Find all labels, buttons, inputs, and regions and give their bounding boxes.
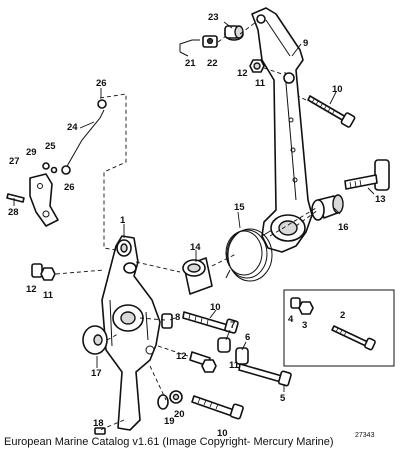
callout-12-mid: 12 [176,351,187,362]
part-12-nut-left [31,263,43,278]
callout-labels: 1 2 3 4 5 6 7 8 9 10 10 10 11 11 11 12 1… [8,12,386,439]
callout-12-top: 12 [237,68,248,79]
leader-lines [13,21,375,392]
part-1-main-bracket [101,235,161,431]
inset-box [283,289,395,367]
part-14-bushing [182,257,213,295]
callout-11-mid: 11 [229,360,240,371]
part-13-bolt [344,159,390,191]
callout-18: 18 [93,418,104,429]
callout-10-mid: 10 [210,302,221,313]
callout-2: 2 [340,310,345,321]
part-19-washer [157,394,169,410]
drawing-number: 27343 [355,432,375,439]
part-2-bolt [331,325,376,351]
callout-29: 29 [26,147,37,158]
part-11-washer-mid [201,359,217,373]
part-10-bolt-top [307,95,356,128]
callout-8: 8 [175,312,180,323]
callout-24: 24 [67,122,78,133]
callout-6: 6 [245,332,250,343]
callout-27: 27 [9,156,20,167]
callout-10-top: 10 [332,84,343,95]
part-7-spacer [217,337,231,353]
part-22-swivel [202,35,218,48]
callout-3: 3 [302,320,307,331]
callout-1: 1 [120,215,126,226]
part-21-clip [179,39,200,57]
callout-23: 23 [208,12,219,23]
callout-16: 16 [338,222,349,233]
part-27-bracket [29,173,59,227]
callout-10-bottom: 10 [217,428,228,439]
callout-22: 22 [207,58,218,69]
part-24-rod [65,109,105,169]
callout-25: 25 [45,141,56,152]
callout-7: 7 [230,320,235,331]
part-26-ball-joint [61,99,107,175]
part-12-nut-top [249,59,265,73]
callout-20: 20 [174,409,185,420]
part-8-screw [161,313,173,329]
callout-26-top: 26 [96,78,107,89]
callout-12-left: 12 [26,284,37,295]
part-4-nut [290,297,301,309]
callout-9: 9 [303,38,308,49]
callout-21: 21 [185,58,196,69]
part-15-torsion-spring [225,228,273,282]
part-16-bushing [311,194,344,221]
part-29-retainer [42,162,50,170]
callout-11-top: 11 [255,78,266,89]
part-11-washer-left [40,267,56,281]
image-caption: European Marine Catalog v1.61 (Image Cop… [4,436,334,448]
part-3-washer [298,301,314,315]
part-10-bolt-bottom [191,395,244,420]
assembly-lines [55,21,319,431]
part-23-bushing [224,25,244,41]
callout-26-left: 26 [64,182,75,193]
callout-13: 13 [375,194,386,205]
callout-14: 14 [190,242,201,253]
part-9-link-arm [251,7,313,253]
part-18-set-screw [94,427,106,435]
callout-17: 17 [91,368,102,379]
callout-28: 28 [8,207,19,218]
callout-19: 19 [164,416,175,427]
part-20-nut [169,390,183,404]
part-10-bolt-mid [182,311,239,334]
part-25-clip [50,166,58,174]
callout-11-left: 11 [43,290,54,301]
part-28-screw [6,193,25,203]
part-17-washer [82,325,108,355]
callout-4: 4 [288,314,294,325]
callout-5: 5 [280,393,286,404]
callout-15: 15 [234,202,245,213]
part-5-long-bolt [238,363,292,387]
